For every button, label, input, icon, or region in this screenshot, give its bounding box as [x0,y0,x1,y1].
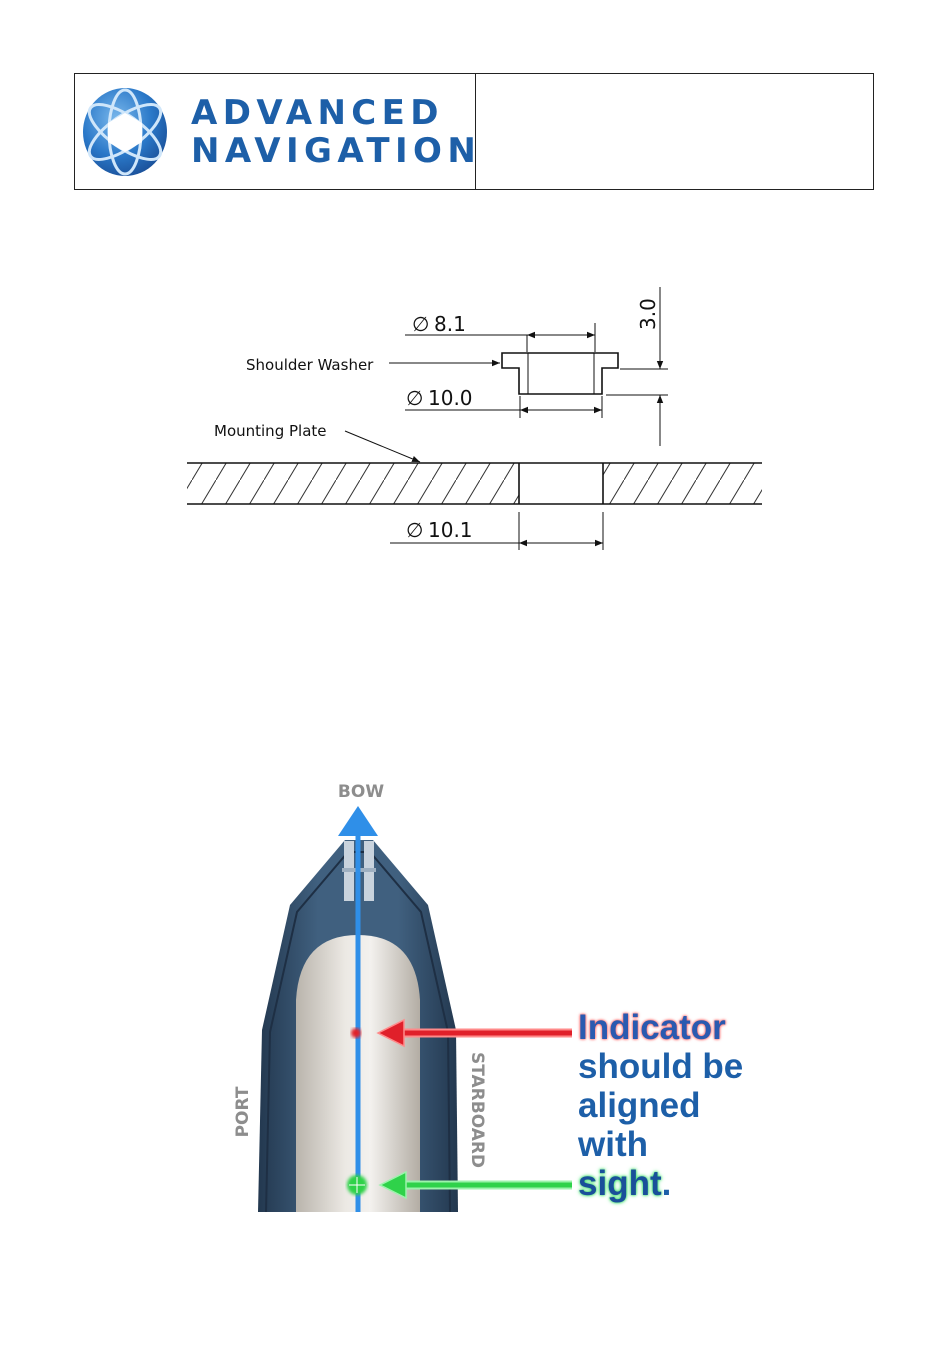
diameter-symbol-bottom: ∅ [406,518,423,542]
dimension-height-value: 3.0 [636,298,660,330]
label-shoulder-washer: Shoulder Washer [246,356,374,374]
callout-line-1: Indicator [578,1008,878,1047]
label-starboard: STARBOARD [467,1052,487,1168]
callout-line-5: sight. [578,1164,878,1203]
bow-arrow-icon [338,806,378,836]
label-bow: BOW [338,782,384,802]
dimension-top-value: 8.1 [434,312,466,336]
leader-plate [345,431,420,462]
diameter-symbol-mid: ∅ [406,386,423,410]
alignment-callout: Indicator should be aligned with sight. [578,1008,878,1203]
callout-sight-word: sight [578,1164,662,1203]
diameter-symbol-top: ∅ [412,312,429,336]
dimension-bottom-value: 10.1 [428,518,473,542]
callout-line-2: should be [578,1047,878,1086]
dimension-mid-value: 10.0 [428,386,473,410]
shoulder-washer [502,353,618,394]
callout-line-4: with [578,1125,878,1164]
callout-period: . [662,1164,672,1203]
label-mounting-plate: Mounting Plate [214,422,327,440]
mounting-plate [187,463,762,504]
label-port: PORT [233,1086,253,1137]
callout-line-3: aligned [578,1086,878,1125]
